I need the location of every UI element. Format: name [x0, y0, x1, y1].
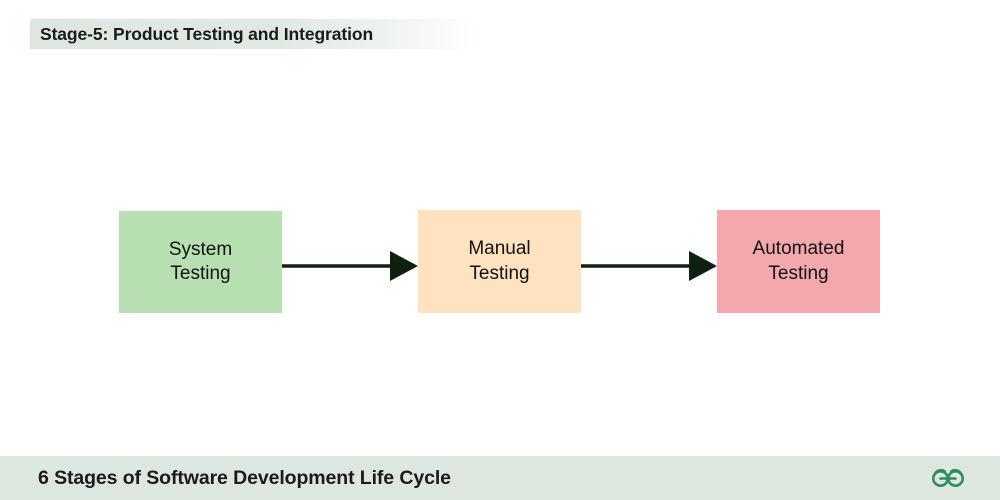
flow-node-label-line2: Testing: [768, 262, 829, 284]
flow-node-label-line1: Manual: [468, 238, 531, 260]
flow-arrow-system-to-manual: [282, 251, 418, 281]
flow-node-manual-testing[interactable]: Manual Testing: [418, 210, 581, 313]
flow-node-label: Automated Testing: [747, 237, 851, 286]
flow-node-label-line1: System: [168, 238, 233, 260]
geeksforgeeks-logo-icon: [932, 468, 964, 487]
page-title: Stage-5: Product Testing and Integration: [40, 24, 374, 44]
flow-node-label: Manual Testing: [462, 237, 536, 286]
flow-node-label: System Testing: [163, 238, 238, 287]
flow-node-label-line2: Testing: [469, 262, 530, 284]
footer-caption: 6 Stages of Software Development Life Cy…: [38, 467, 451, 489]
flow-node-label-line2: Testing: [170, 263, 231, 284]
flow-node-label-line1: Automated: [752, 238, 845, 260]
footer-band: [0, 456, 1000, 500]
title-highlight-band: [30, 19, 480, 49]
flow-node-system-testing[interactable]: System Testing: [119, 211, 282, 313]
flow-arrow-manual-to-automated: [581, 251, 717, 281]
flow-node-automated-testing[interactable]: Automated Testing: [717, 210, 880, 313]
